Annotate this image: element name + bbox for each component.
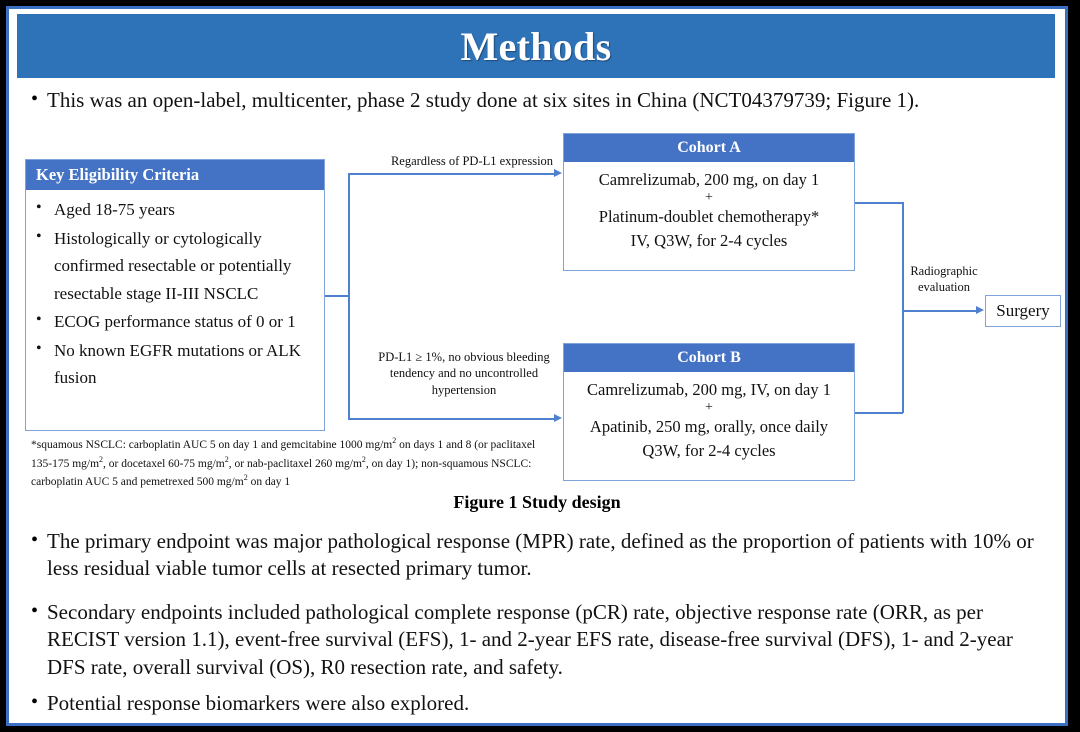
list-item: Histologically or cytologically confirme…	[32, 224, 320, 308]
bullet-marker-icon: •	[31, 529, 39, 551]
eligibility-criteria-box: Key Eligibility Criteria Aged 18-75 year…	[25, 159, 325, 431]
connector-to-cohort-a	[348, 173, 554, 175]
cohort-a-line-2: Platinum-doublet chemotherapy*	[598, 207, 820, 227]
connector-merge-vertical	[902, 202, 904, 413]
slide-frame: Methods • This was an open-label, multic…	[6, 6, 1068, 726]
cohort-a-plus: +	[705, 190, 713, 206]
study-design-figure: Key Eligibility Criteria Aged 18-75 year…	[17, 125, 1061, 515]
connector-to-surgery	[902, 310, 977, 312]
cohort-b-line-3: Q3W, for 2-4 cycles	[642, 440, 776, 460]
page-title: Methods	[460, 23, 612, 69]
body-bullet-biomarkers: • Potential response biomarkers were als…	[31, 690, 1049, 717]
connector-elig-stem	[325, 295, 349, 297]
cohort-b-line-2: Apatinib, 250 mg, orally, once daily	[589, 417, 829, 437]
cohort-a-box: Cohort A Camrelizumab, 200 mg, on day 1 …	[563, 133, 855, 271]
cohort-b-plus: +	[705, 400, 713, 416]
cohort-a-body: Camrelizumab, 200 mg, on day 1 + Platinu…	[564, 162, 854, 258]
connector-to-cohort-b	[348, 418, 554, 420]
body-bullet-text: Secondary endpoints included pathologica…	[47, 600, 1013, 679]
slide-title-bar: Methods	[17, 14, 1055, 78]
annotation-radiographic-evaluation: Radiographic evaluation	[910, 264, 978, 295]
figure-caption: Figure 1 Study design	[453, 492, 621, 512]
bullet-marker-icon: •	[31, 600, 39, 622]
body-bullet-primary-endpoint: • The primary endpoint was major patholo…	[31, 528, 1049, 583]
surgery-label: Surgery	[996, 301, 1050, 320]
list-item: Aged 18-75 years	[32, 195, 320, 224]
cohort-b-body: Camrelizumab, 200 mg, IV, on day 1 + Apa…	[564, 372, 854, 468]
surgery-box: Surgery	[985, 295, 1061, 327]
cohort-b-header: Cohort B	[564, 344, 854, 372]
body-bullet-secondary-endpoints: • Secondary endpoints included pathologi…	[31, 599, 1049, 681]
eligibility-criteria-list: Aged 18-75 years Histologically or cytol…	[26, 190, 324, 392]
cohort-a-line-1: Camrelizumab, 200 mg, on day 1	[598, 170, 820, 189]
connector-cohort-a-out	[855, 202, 903, 204]
body-bullet-text: The primary endpoint was major pathologi…	[47, 529, 1034, 581]
chemotherapy-footnote: *squamous NSCLC: carboplatin AUC 5 on da…	[31, 436, 536, 489]
intro-bullet: • This was an open-label, multicenter, p…	[31, 87, 1051, 114]
intro-bullet-text: This was an open-label, multicenter, pha…	[47, 88, 920, 112]
arrow-to-surgery-icon	[976, 305, 984, 314]
connector-split-vertical	[348, 173, 350, 418]
list-item: ECOG performance status of 0 or 1	[32, 307, 320, 336]
connector-cohort-b-out	[855, 412, 903, 414]
eligibility-box-header: Key Eligibility Criteria	[26, 160, 324, 190]
annotation-regardless-pdl1: Regardless of PD-L1 expression	[390, 154, 554, 168]
arrow-to-cohort-a-icon	[554, 168, 562, 177]
cohort-a-line-3: IV, Q3W, for 2-4 cycles	[630, 230, 788, 250]
bullet-marker-icon: •	[31, 691, 39, 713]
list-item: No known EGFR mutations or ALK fusion	[32, 336, 320, 392]
body-bullet-text: Potential response biomarkers were also …	[47, 691, 470, 715]
bullet-marker-icon: •	[31, 88, 39, 110]
cohort-b-line-1: Camrelizumab, 200 mg, IV, on day 1	[587, 380, 831, 399]
cohort-b-box: Cohort B Camrelizumab, 200 mg, IV, on da…	[563, 343, 855, 481]
arrow-to-cohort-b-icon	[554, 413, 562, 422]
cohort-a-header: Cohort A	[564, 134, 854, 162]
annotation-pdl1-criteria: PD-L1 ≥ 1%, no obvious bleeding tendency…	[378, 350, 550, 397]
